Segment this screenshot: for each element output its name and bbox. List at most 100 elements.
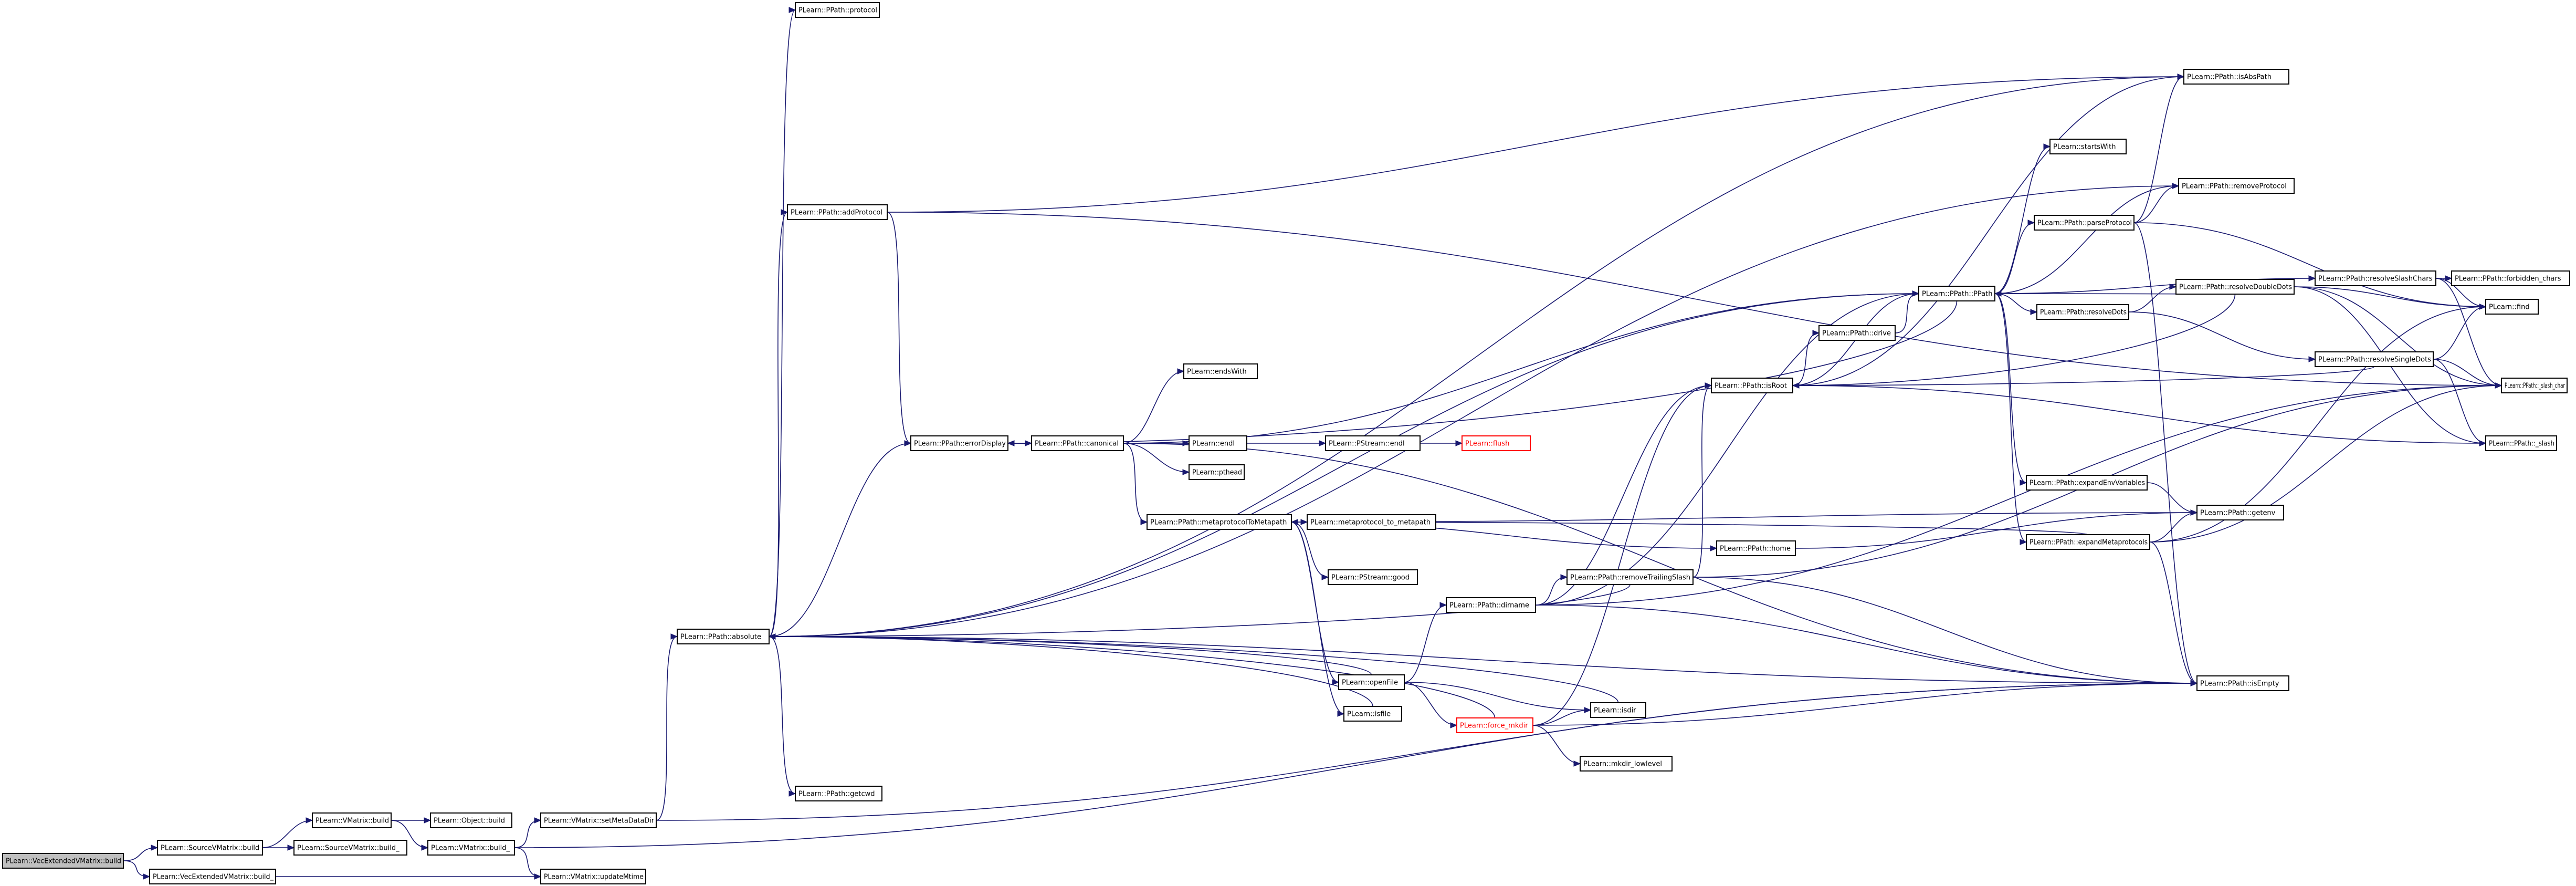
node-dirname[interactable]: PLearn::PPath::dirname <box>1446 597 1536 613</box>
node-box-vmat_build <box>312 812 392 828</box>
node-addprotocol[interactable]: PLearn::PPath::addProtocol <box>787 204 888 220</box>
arrowhead-resolvedouble-to-ppath <box>1994 290 2002 297</box>
node-meta_to_meta[interactable]: PLearn::metaprotocol_to_metapath <box>1307 514 1436 530</box>
node-isempty[interactable]: PLearn::PPath::isEmpty <box>2196 675 2289 691</box>
node-box-pstream_endl <box>1325 435 1421 451</box>
node-vmat_build[interactable]: PLearn::VMatrix::build <box>312 812 392 828</box>
node-label-slash_char: PLearn::PPath::_slash_char <box>2505 382 2565 390</box>
arrowhead-dirname-to-removetrailing <box>1560 574 1568 580</box>
node-force_mkdir[interactable]: PLearn::force_mkdir <box>1456 717 1533 733</box>
node-removetrailing[interactable]: PLearn::PPath::removeTrailingSlash <box>1566 569 1694 585</box>
node-forbidden[interactable]: PLearn::PPath::forbidden_chars <box>2451 270 2570 286</box>
arrowhead-resolvedots-to-resolvesingle <box>2308 356 2316 362</box>
node-box-obj_build <box>430 812 512 828</box>
node-removeprotocol[interactable]: PLearn::PPath::removeProtocol <box>2178 178 2295 194</box>
node-flush[interactable]: PLearn::flush <box>1462 435 1531 451</box>
node-resolvedouble[interactable]: PLearn::PPath::resolveDoubleDots <box>2175 279 2295 295</box>
node-box-addprotocol <box>787 204 888 220</box>
node-label-pthead: PLearn::pthead <box>1192 469 1242 477</box>
node-label-isempty: PLearn::PPath::isEmpty <box>2200 680 2279 688</box>
node-box-flush <box>1462 435 1531 451</box>
node-getenv[interactable]: PLearn::PPath::getenv <box>2196 505 2284 520</box>
node-box-expandenv <box>2026 475 2148 491</box>
edge-canonical-to-ppath <box>1123 293 1919 444</box>
node-slash[interactable]: PLearn::PPath::_slash <box>2485 435 2557 451</box>
node-box-resolvesingle <box>2315 351 2434 367</box>
node-label-isroot: PLearn::PPath::isRoot <box>1715 382 1787 390</box>
node-endswith[interactable]: PLearn::endsWith <box>1183 363 1258 379</box>
node-isabspath[interactable]: PLearn::PPath::isAbsPath <box>2183 69 2289 85</box>
node-absolute[interactable]: PLearn::PPath::absolute <box>677 629 770 644</box>
node-resolvedots[interactable]: PLearn::PPath::resolveDots <box>2036 304 2129 320</box>
edge-resolvedots-to-resolvedouble <box>2128 286 2177 312</box>
node-label-resolvedots: PLearn::PPath::resolveDots <box>2040 309 2127 317</box>
node-label-drive: PLearn::PPath::drive <box>1822 330 1891 338</box>
node-setmeta[interactable]: PLearn::VMatrix::setMetaDataDir <box>540 812 657 828</box>
node-box-openfile <box>1338 674 1405 690</box>
node-box-force_mkdir <box>1456 717 1533 733</box>
edge-expandmeta-to-getenv <box>2149 512 2198 543</box>
node-box-vmat_build_ <box>427 840 515 856</box>
edge-resolvedouble-to-isroot <box>1792 294 2236 386</box>
node-box-isdir <box>1590 702 1646 718</box>
arrowhead-isroot-to-drive <box>1812 330 1820 336</box>
node-startswith[interactable]: PLearn::startsWith <box>2049 139 2127 154</box>
node-vmat_build_[interactable]: PLearn::VMatrix::build_ <box>427 840 515 856</box>
node-label-addprotocol: PLearn::PPath::addProtocol <box>791 209 882 217</box>
node-getcwd[interactable]: PLearn::PPath::getcwd <box>795 786 882 801</box>
arrowhead-openfile-to-force_mkdir <box>1450 722 1458 728</box>
node-parseprotocol[interactable]: PLearn::PPath::parseProtocol <box>2034 215 2135 231</box>
node-resolveslash[interactable]: PLearn::PPath::resolveSlashChars <box>2315 270 2436 286</box>
edge-canonical-to-meta2meta <box>1123 443 1148 523</box>
arrowhead-openfile-to-dirname <box>1439 602 1447 608</box>
edge-dirname-to-ppath <box>1535 293 1919 606</box>
node-box-pstream_good <box>1328 569 1418 585</box>
node-drive[interactable]: PLearn::PPath::drive <box>1818 325 1896 341</box>
node-vec_build_[interactable]: PLearn::VecExtendedVMatrix::build_ <box>149 869 276 884</box>
node-resolvesingle[interactable]: PLearn::PPath::resolveSingleDots <box>2315 351 2434 367</box>
node-isfile[interactable]: PLearn::isfile <box>1343 706 1402 722</box>
node-label-removeprotocol: PLearn::PPath::removeProtocol <box>2182 183 2287 191</box>
arrowhead-expandmeta-to-find <box>2479 304 2487 310</box>
node-canonical[interactable]: PLearn::PPath::canonical <box>1031 435 1124 451</box>
node-obj_build[interactable]: PLearn::Object::build <box>430 812 512 828</box>
node-isroot[interactable]: PLearn::PPath::isRoot <box>1711 378 1793 393</box>
node-updatemtime[interactable]: PLearn::VMatrix::updateMtime <box>540 869 646 884</box>
node-protocol[interactable]: PLearn::PPath::protocol <box>795 2 880 18</box>
edge-addprotocol-to-isabspath <box>887 76 2184 213</box>
arrowhead-force_mkdir-to-isdir <box>1584 707 1592 713</box>
node-pstream_endl[interactable]: PLearn::PStream::endl <box>1325 435 1421 451</box>
node-box-endswith <box>1183 363 1258 379</box>
node-openfile[interactable]: PLearn::openFile <box>1338 674 1405 690</box>
edge-canonical-to-isempty <box>1123 443 2198 684</box>
edge-vmat_build_-to-updatemtime <box>514 847 541 877</box>
node-expandmeta[interactable]: PLearn::PPath::expandMetaprotocols <box>2026 534 2150 550</box>
node-pthead[interactable]: PLearn::pthead <box>1189 464 1245 480</box>
arrowhead-meta2meta-to-isfile <box>1337 711 1345 717</box>
node-expandenv[interactable]: PLearn::PPath::expandEnvVariables <box>2026 475 2148 491</box>
edge-vmat_build_-to-setmeta <box>514 820 541 848</box>
node-label-protocol: PLearn::PPath::protocol <box>798 7 877 15</box>
node-label-slash: PLearn::PPath::_slash <box>2489 440 2554 448</box>
node-find[interactable]: PLearn::find <box>2485 299 2539 315</box>
node-svm_build[interactable]: PLearn::SourceVMatrix::build <box>157 840 263 856</box>
edge-dirname-to-removetrailing <box>1535 577 1568 606</box>
edge-removetrailing-to-absolute <box>769 584 1631 637</box>
edge-dirname-to-isroot <box>1535 385 1712 606</box>
node-isdir[interactable]: PLearn::isdir <box>1590 702 1646 718</box>
node-home[interactable]: PLearn::PPath::home <box>1716 540 1796 556</box>
node-endl[interactable]: PLearn::endl <box>1189 435 1247 451</box>
node-slash_char[interactable]: PLearn::PPath::_slash_char <box>2501 378 2568 393</box>
node-root[interactable]: PLearn::VecExtendedVMatrix::build <box>2 853 124 869</box>
node-errordisplay[interactable]: PLearn::PPath::errorDisplay <box>910 435 1008 451</box>
node-ppath[interactable]: PLearn::PPath::PPath <box>1918 286 1995 301</box>
edge-isdir-to-absolute <box>769 636 1619 703</box>
edge-openfile-to-force_mkdir <box>1404 682 1457 726</box>
node-meta2meta[interactable]: PLearn::PPath::metaprotocolToMetapath <box>1147 514 1292 530</box>
arrowhead-expandmeta-to-slash_char <box>2495 382 2503 389</box>
edge-resolveslash-to-find <box>2435 278 2486 307</box>
node-mkdir_lowlevel[interactable]: PLearn::mkdir_lowlevel <box>1580 756 1673 772</box>
node-svm_build_[interactable]: PLearn::SourceVMatrix::build_ <box>293 840 407 856</box>
node-box-slash_char <box>2501 378 2568 393</box>
node-pstream_good[interactable]: PLearn::PStream::good <box>1328 569 1418 585</box>
